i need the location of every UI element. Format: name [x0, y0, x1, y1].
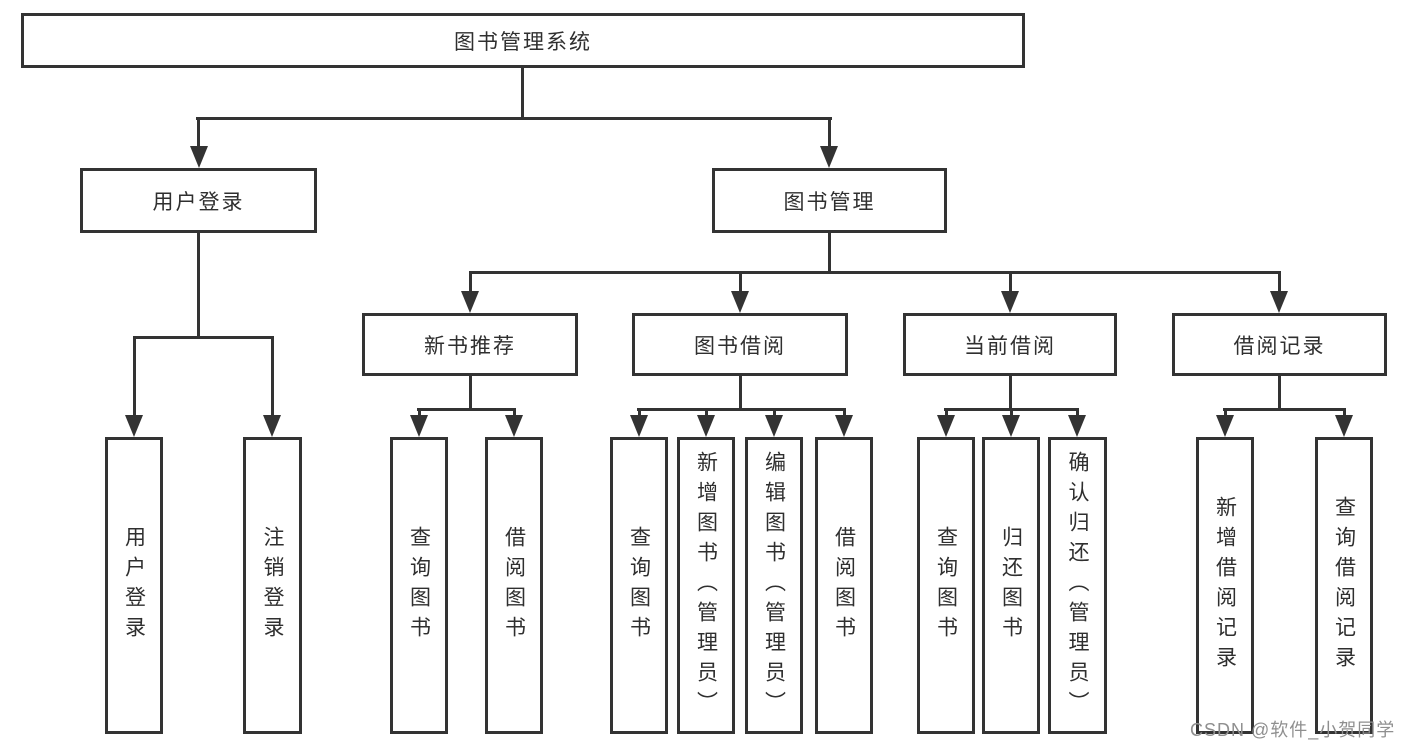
connector-line: [705, 409, 708, 419]
node-label: 注销登录: [261, 525, 284, 646]
node-label: 图书借阅: [694, 334, 786, 358]
leaf-query-books-borrow: 查询图书: [610, 437, 668, 734]
arrow-down-icon: [1270, 291, 1288, 313]
connector-line: [828, 233, 831, 272]
connector-line: [197, 119, 200, 147]
leaf-user-login: 用户登录: [105, 437, 163, 734]
connector-line: [1224, 409, 1227, 419]
node-label: 借阅图书: [502, 525, 526, 646]
node-label: 查询借阅记录: [1332, 495, 1356, 676]
node-label: 查询图书: [627, 525, 651, 646]
connector-line: [739, 272, 742, 293]
arrow-down-icon: [937, 415, 955, 437]
leaf-query-books-current: 查询图书: [917, 437, 975, 734]
node-label: 用户登录: [152, 190, 245, 214]
leaf-add-borrow-record: 新增借阅记录: [1196, 437, 1254, 734]
connector-line: [469, 271, 1281, 274]
arrow-down-icon: [835, 415, 853, 437]
node-label: 确认归还（管理员）: [1066, 450, 1089, 721]
arrow-down-icon: [1068, 415, 1086, 437]
connector-line: [1343, 409, 1346, 419]
arrow-down-icon: [630, 415, 648, 437]
node-label: 新书推荐: [424, 334, 516, 358]
arrow-down-icon: [190, 146, 208, 168]
node-book-borrow: 图书借阅: [632, 313, 848, 376]
arrow-down-icon: [461, 291, 479, 313]
connector-line: [197, 233, 200, 337]
connector-line: [637, 408, 846, 411]
node-current-borrow: 当前借阅: [903, 313, 1117, 376]
connector-line: [513, 409, 516, 419]
node-label: 借阅记录: [1233, 334, 1326, 358]
node-user-login: 用户登录: [80, 168, 317, 233]
connector-line: [271, 336, 274, 417]
node-label: 查询图书: [934, 525, 958, 646]
connector-line: [828, 119, 831, 147]
node-label: 图书管理: [783, 190, 876, 214]
arrow-down-icon: [1216, 415, 1234, 437]
leaf-borrow-books-new: 借阅图书: [485, 437, 543, 734]
arrow-down-icon: [765, 415, 783, 437]
leaf-borrow-books: 借阅图书: [815, 437, 873, 734]
connector-line: [521, 67, 524, 118]
connector-line: [469, 272, 472, 293]
leaf-confirm-return-admin: 确认归还（管理员）: [1048, 437, 1107, 734]
arrow-down-icon: [410, 415, 428, 437]
connector-line: [133, 336, 136, 417]
leaf-edit-book-admin: 编辑图书（管理员）: [745, 437, 803, 734]
connector-line: [773, 409, 776, 419]
connector-line: [1009, 376, 1012, 409]
leaf-logout: 注销登录: [243, 437, 302, 734]
leaf-return-book: 归还图书: [982, 437, 1040, 734]
connector-line: [1278, 272, 1281, 293]
node-label: 当前借阅: [964, 334, 1056, 358]
node-label: 查询图书: [407, 525, 431, 646]
connector-line: [196, 117, 832, 120]
connector-line: [417, 408, 516, 411]
watermark: CSDN @软件_小贺同学: [1190, 720, 1396, 740]
arrow-down-icon: [1002, 415, 1020, 437]
node-label: 用户登录: [122, 525, 146, 646]
connector-line: [1278, 376, 1281, 409]
connector-line: [638, 409, 641, 419]
connector-line: [469, 376, 472, 409]
connector-line: [843, 409, 846, 419]
node-label: 图书管理系统: [454, 30, 592, 54]
arrow-down-icon: [263, 415, 281, 437]
node-new-book-recommend: 新书推荐: [362, 313, 578, 376]
node-root-system: 图书管理系统: [21, 13, 1025, 68]
arrow-down-icon: [505, 415, 523, 437]
connector-line: [945, 409, 948, 419]
connector-line: [133, 336, 274, 339]
arrow-down-icon: [697, 415, 715, 437]
connector-line: [739, 376, 742, 409]
leaf-query-borrow-record: 查询借阅记录: [1315, 437, 1373, 734]
arrow-down-icon: [731, 291, 749, 313]
node-book-management: 图书管理: [712, 168, 947, 233]
node-label: 借阅图书: [832, 525, 856, 646]
node-label: 新增借阅记录: [1213, 495, 1237, 676]
connector-line: [1223, 408, 1346, 411]
leaf-query-books-new: 查询图书: [390, 437, 448, 734]
node-label: 归还图书: [999, 525, 1023, 646]
connector-line: [1009, 272, 1012, 293]
connector-line: [1010, 409, 1013, 419]
arrow-down-icon: [820, 146, 838, 168]
arrow-down-icon: [1335, 415, 1353, 437]
leaf-add-book-admin: 新增图书（管理员）: [677, 437, 735, 734]
node-label: 新增图书（管理员）: [694, 450, 718, 721]
node-borrow-records: 借阅记录: [1172, 313, 1387, 376]
arrow-down-icon: [1001, 291, 1019, 313]
node-label: 编辑图书（管理员）: [762, 450, 786, 721]
connector-line: [1076, 409, 1079, 419]
connector-line: [418, 409, 421, 419]
arrow-down-icon: [125, 415, 143, 437]
